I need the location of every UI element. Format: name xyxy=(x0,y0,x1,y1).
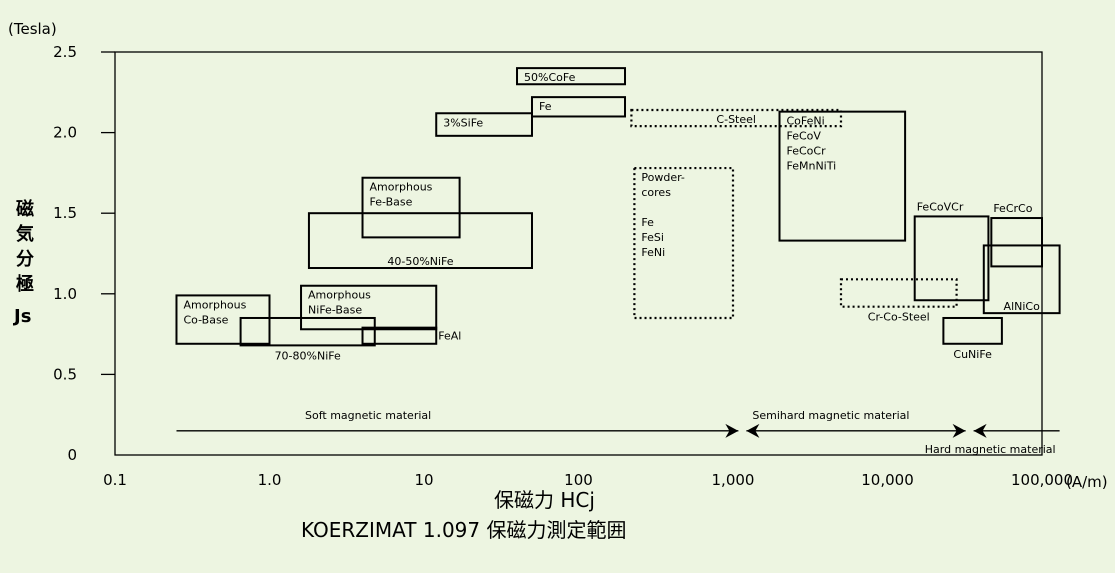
material-region: Cr-Co-Steel xyxy=(839,278,958,324)
region-box xyxy=(361,326,438,345)
y-axis-symbol: Js xyxy=(12,306,31,327)
region-box xyxy=(516,67,627,86)
region-box xyxy=(839,278,958,308)
y-unit-label: (Tesla) xyxy=(8,20,57,38)
region-label: FeSi xyxy=(641,231,664,244)
material-region: C-Steel xyxy=(630,108,843,128)
material-region: CuNiFe xyxy=(942,316,1003,361)
y-axis-title: 磁 気 分 極 Js xyxy=(12,198,34,327)
region-label: Fe xyxy=(641,216,654,229)
x-tick-label: 1,000 xyxy=(712,471,755,489)
x-tick-label: 0.1 xyxy=(103,471,127,489)
region-box xyxy=(630,108,843,128)
region-label: FeCoCr xyxy=(787,145,827,158)
region-label: Amorphous xyxy=(370,181,433,194)
material-region: FeCrCo xyxy=(990,202,1043,268)
y-tick-label: 1.0 xyxy=(53,285,77,303)
x-unit-label: (A/m) xyxy=(1066,473,1108,491)
region-label: 40-50%NiFe xyxy=(387,255,453,268)
arrowhead xyxy=(725,423,739,438)
y-tick-label: 2.0 xyxy=(53,124,77,142)
x-tick-label: 100,000 xyxy=(1011,471,1073,489)
y-tick-label: 2.5 xyxy=(53,43,77,61)
region-label: FeAl xyxy=(438,330,461,343)
material-region: 40-50%NiFe xyxy=(307,212,533,270)
region-box xyxy=(990,217,1043,268)
y-axis-title-char: 分 xyxy=(16,249,34,270)
region-label: 3%SiFe xyxy=(443,116,483,129)
region-box xyxy=(942,316,1003,345)
x-tick-label: 1.0 xyxy=(258,471,282,489)
material-region: 3%SiFe xyxy=(435,112,533,137)
range-label: Semihard magnetic material xyxy=(752,409,909,422)
range-label: Hard magnetic material xyxy=(925,443,1056,456)
y-axis-ticks: 0 0.5 1.0 1.5 2.0 2.5 xyxy=(53,43,115,464)
region-box xyxy=(361,176,461,239)
x-axis-ticks: 0.1 1.0 10 100 1,000 10,000 100,000 xyxy=(103,471,1073,489)
x-tick-label: 100 xyxy=(564,471,593,489)
region-label: Cr-Co-Steel xyxy=(868,311,930,324)
region-box xyxy=(982,244,1061,315)
region-label: cores xyxy=(641,186,671,199)
range-soft: Soft magnetic material xyxy=(176,409,739,432)
chart-title: KOERZIMAT 1.097 保磁力測定範囲 xyxy=(301,518,626,542)
y-axis-title-char: 極 xyxy=(16,273,34,295)
arrowhead xyxy=(952,423,966,438)
range-label: Soft magnetic material xyxy=(305,409,431,422)
region-label: CoFeNi xyxy=(787,115,825,128)
material-region: FeCoVCr xyxy=(913,200,990,302)
region-label: FeCrCo xyxy=(993,202,1032,215)
region-box xyxy=(175,294,271,345)
material-region: FeAl xyxy=(361,326,461,345)
region-box xyxy=(435,112,533,137)
material-region: AlNiCo xyxy=(982,244,1061,315)
region-label: Amorphous xyxy=(183,298,246,311)
arrowhead xyxy=(746,423,760,438)
region-label: Amorphous xyxy=(308,289,371,302)
y-axis-title-char: 磁 xyxy=(16,198,34,220)
x-axis-title: 保磁力 HCj xyxy=(494,488,595,512)
region-label: Co-Base xyxy=(183,313,228,326)
region-label: 70-80%NiFe xyxy=(275,349,341,362)
x-tick-label: 10,000 xyxy=(861,471,914,489)
region-label: Powder- xyxy=(641,171,685,184)
region-box xyxy=(778,110,907,242)
region-label: NiFe-Base xyxy=(308,304,362,317)
region-box xyxy=(239,316,376,347)
region-label: 50%CoFe xyxy=(524,71,576,84)
x-tick-label: 10 xyxy=(414,471,433,489)
region-label: Fe xyxy=(539,100,552,113)
region-label: FeCoVCr xyxy=(917,200,964,213)
region-label: CuNiFe xyxy=(953,348,992,361)
region-label: FeCoV xyxy=(787,130,822,143)
region-label: FeMnNiTi xyxy=(787,160,837,173)
range-semihard: Semihard magnetic material xyxy=(746,409,966,432)
region-label: C-Steel xyxy=(716,113,756,126)
arrowhead xyxy=(973,423,987,438)
y-tick-label: 1.5 xyxy=(53,204,77,222)
y-axis-title-char: 気 xyxy=(16,223,34,245)
y-tick-label: 0.5 xyxy=(53,365,77,383)
region-box xyxy=(530,96,627,118)
material-region: 50%CoFe xyxy=(516,67,627,86)
region-label: FeNi xyxy=(641,246,665,259)
region-label: AlNiCo xyxy=(1004,300,1041,313)
material-region: Fe xyxy=(530,96,627,118)
y-tick-label: 0 xyxy=(67,446,77,464)
range-hard: Hard magnetic material xyxy=(925,430,1060,456)
region-box xyxy=(913,215,990,302)
material-region: 70-80%NiFe xyxy=(239,316,376,362)
material-class-ranges: Soft magnetic material Semihard magnetic … xyxy=(176,409,1060,456)
region-label: Fe-Base xyxy=(370,196,413,209)
region-box xyxy=(307,212,533,270)
region-box xyxy=(300,284,438,331)
